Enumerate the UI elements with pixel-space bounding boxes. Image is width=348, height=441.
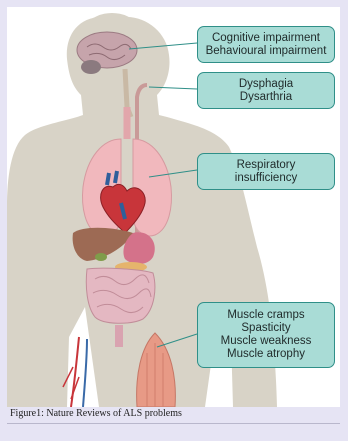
figure-caption: Figure1: Nature Reviews of ALS problems [10,408,182,419]
callout-line: Spasticity [241,322,290,335]
callout-respiratory: Respiratory insufficiency [197,153,335,190]
leg-vein [83,339,87,407]
callout-dysphagia: Dysphagia Dysarthria [197,72,335,109]
callout-line: Cognitive impairment [212,32,320,45]
callout-cognitive: Cognitive impairment Behavioural impairm… [197,26,335,63]
callout-line: Muscle atrophy [227,348,305,361]
cerebellum [81,60,101,74]
callout-line: Dysphagia [239,78,293,91]
callout-line: Muscle weakness [221,335,312,348]
divider [7,423,340,424]
callout-line: insufficiency [235,172,297,185]
callout-line: Respiratory [237,159,296,172]
gallbladder [95,253,107,261]
callout-line: Muscle cramps [227,309,304,322]
callout-line: Dysarthria [240,91,292,104]
callout-line: Behavioural impairment [206,45,327,58]
intestines [86,268,155,323]
figure-panel: Cognitive impairment Behavioural impairm… [7,7,340,407]
callout-muscle: Muscle cramps Spasticity Muscle weakness… [197,302,335,368]
